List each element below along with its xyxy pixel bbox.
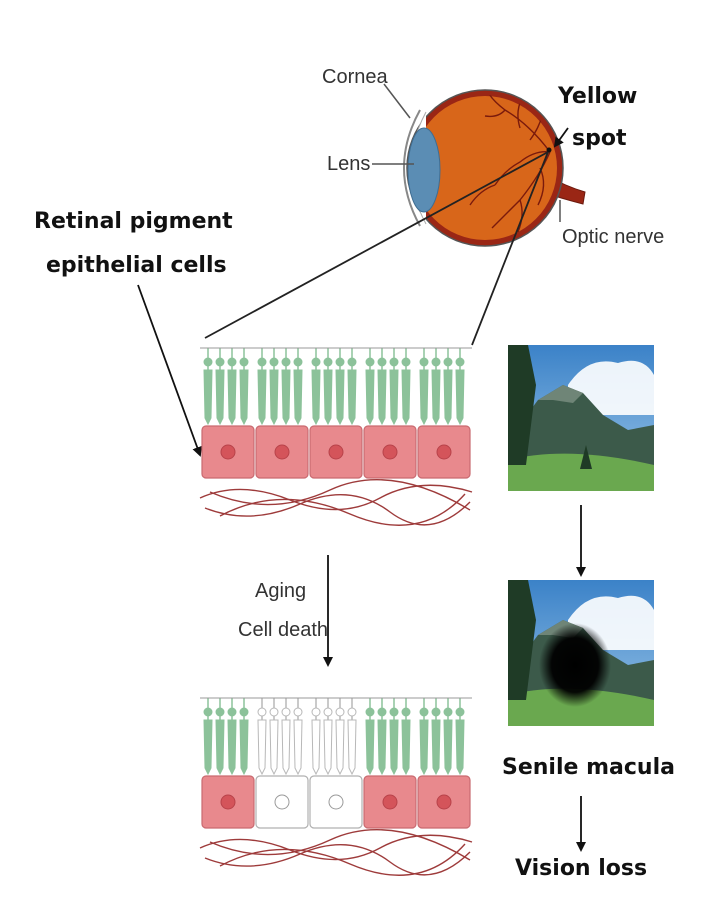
normal-vision-landscape bbox=[508, 345, 654, 491]
bruchs-membrane-fiber bbox=[204, 844, 471, 876]
bruchs-membrane-fiber bbox=[209, 479, 471, 511]
bruchs-membrane-fiber bbox=[209, 829, 471, 861]
aging-label: Aging bbox=[255, 580, 306, 602]
bruchs-membrane-fiber bbox=[219, 843, 466, 876]
rpe-layer-healthy bbox=[199, 347, 473, 526]
rpe-cell-dead bbox=[309, 698, 363, 829]
yellow-spot-label-line1: Yellow bbox=[557, 84, 637, 109]
yellow-spot-arrow bbox=[553, 127, 569, 148]
rpe-cell-healthy bbox=[201, 348, 255, 479]
rpe-cell-healthy bbox=[363, 348, 417, 479]
rpe-cell-healthy bbox=[417, 698, 471, 829]
rpe-layer-degenerated bbox=[199, 697, 473, 876]
rpe-cell-healthy bbox=[201, 698, 255, 829]
yellow-spot-label-line2: spot bbox=[572, 126, 627, 151]
rpe-cell-healthy bbox=[363, 698, 417, 829]
rpe-cell-healthy bbox=[309, 348, 363, 479]
macular-degeneration-landscape bbox=[508, 580, 654, 726]
cornea-label: Cornea bbox=[322, 66, 388, 88]
rpe-label-line2: epithelial cells bbox=[46, 253, 227, 278]
senile-macula-label: Senile macula bbox=[502, 755, 675, 780]
bruchs-membrane-fiber bbox=[219, 493, 466, 526]
cornea bbox=[403, 109, 421, 227]
vision-loss-label: Vision loss bbox=[515, 856, 647, 881]
lens-label: Lens bbox=[327, 153, 370, 175]
rpe-label-line1: Retinal pigment bbox=[34, 209, 233, 234]
rpe-pointer-arrow bbox=[137, 284, 202, 457]
eye-cross-section bbox=[403, 89, 586, 247]
yellow-spot-marker bbox=[546, 147, 552, 153]
rpe-cell-healthy bbox=[417, 348, 471, 479]
bruchs-membrane-fiber bbox=[199, 834, 473, 861]
zoom-line-right bbox=[471, 151, 549, 346]
cornea-leader bbox=[383, 83, 411, 119]
rpe-cell-healthy bbox=[255, 348, 309, 479]
optic-nerve-label: Optic nerve bbox=[562, 226, 664, 248]
central-blind-spot bbox=[539, 623, 611, 707]
bruchs-membrane-fiber bbox=[199, 484, 473, 511]
bruchs-membrane-fiber bbox=[204, 494, 471, 526]
rpe-cell-dead bbox=[255, 698, 309, 829]
lens bbox=[407, 127, 441, 213]
cell-death-label: Cell death bbox=[238, 619, 328, 641]
zoom-line-left bbox=[204, 151, 549, 339]
